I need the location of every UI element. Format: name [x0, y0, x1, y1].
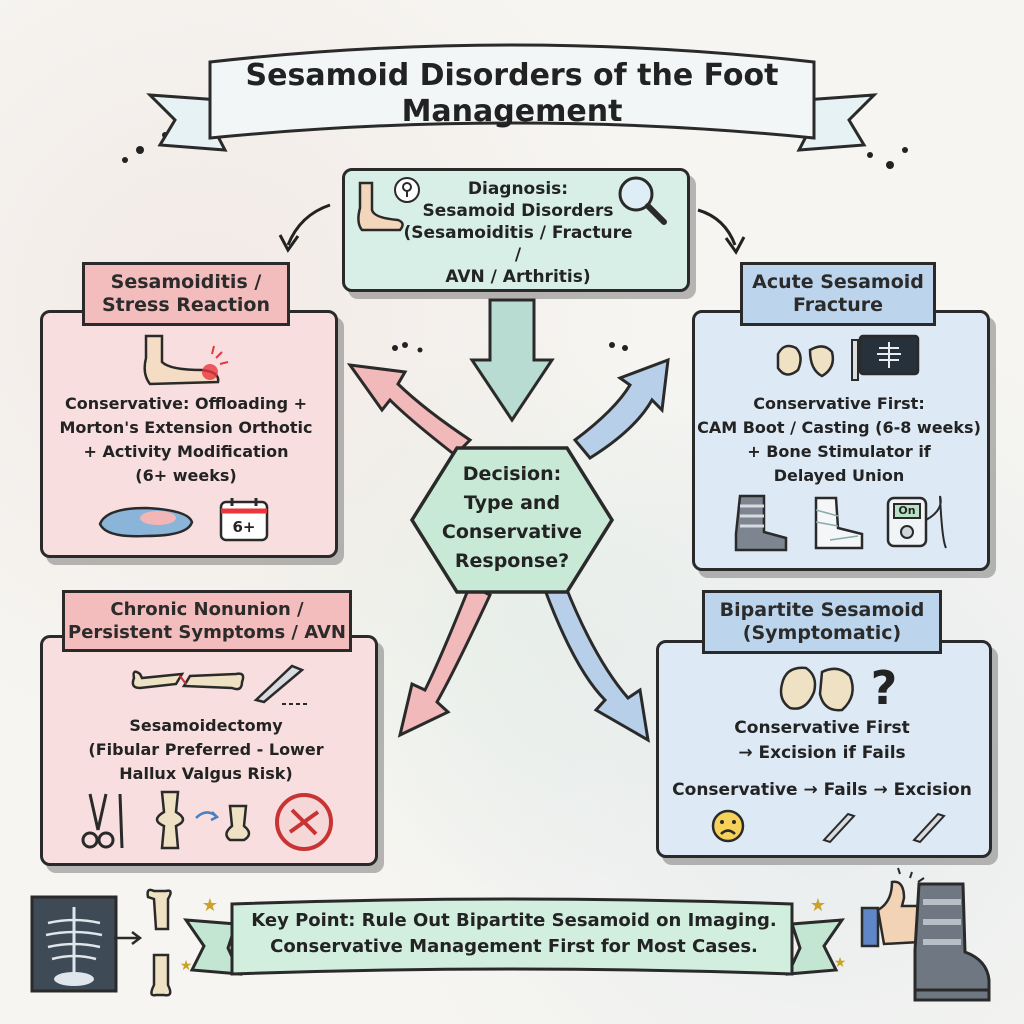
fracture-line4: Delayed Union — [773, 466, 905, 485]
sad-face-icon — [711, 809, 745, 843]
title-banner-shape — [146, 43, 878, 152]
scissors-icon — [81, 793, 124, 849]
decision-line4: Response? — [454, 550, 570, 572]
star-icon: ★ — [809, 895, 827, 916]
fracture-banner: Acute Sesamoid Fracture — [740, 262, 936, 326]
bone-stimulator-icon — [886, 495, 947, 549]
split-bone-icon — [146, 888, 172, 997]
calendar-icon — [219, 498, 269, 542]
xray-chest-icon — [30, 895, 118, 993]
fracture-line3: + Bone Stimulator if — [747, 442, 931, 461]
chronic-line2: (Fibular Preferred - Lower — [88, 740, 324, 759]
joint-icon — [155, 790, 251, 850]
sesamoiditis-line2: Morton's Extension Orthotic — [59, 418, 313, 437]
diagnosis-label: Diagnosis: — [467, 179, 569, 199]
star-icon: ★ — [201, 895, 219, 916]
keypoint-line2: Conservative Management First for Most C… — [270, 936, 758, 957]
arrow-to-bone-icon — [114, 931, 143, 945]
chronic-line1: Sesamoidectomy — [129, 716, 283, 735]
foot-icon — [357, 181, 404, 232]
diagnosis-line1: Sesamoid Disorders — [422, 201, 614, 221]
bipartite-line1: Conservative First — [734, 718, 910, 738]
bipartite-title2: (Symptomatic) — [742, 622, 902, 644]
keyhole-icon — [394, 177, 420, 203]
decision-line1: Decision: — [462, 463, 562, 485]
keypoint-text: Key Point: Rule Out Bipartite Sesamoid o… — [236, 908, 792, 960]
scalpel-icon — [253, 664, 308, 705]
diagnosis-line2: (Sesamoiditis / Fracture / — [403, 223, 633, 265]
decision-line2: Type and — [463, 492, 561, 514]
bipartite-bone-icon — [779, 666, 854, 712]
xray-monitor-icon — [851, 334, 920, 381]
diagnosis-text: Diagnosis: Sesamoid Disorders (Sesamoidi… — [398, 178, 638, 288]
fracture-title2: Fracture — [792, 294, 884, 316]
decision-line3: Conservative — [441, 521, 583, 543]
fracture-line2: CAM Boot / Casting (6-8 weeks) — [697, 418, 981, 437]
sesamoiditis-line1: Conservative: Offloading + — [64, 394, 307, 413]
keypoint-line1: Key Point: Rule Out Bipartite Sesamoid o… — [251, 910, 777, 931]
magnifier-icon — [618, 176, 667, 225]
stimulator-label: On — [898, 504, 916, 517]
chronic-title1: Chronic Nonunion / — [110, 599, 304, 620]
small-scalpel-icon — [822, 812, 856, 844]
sesamoiditis-text: Conservative: Offloading + Morton's Exte… — [48, 392, 324, 488]
bipartite-flow: Conservative → Fails → Excision — [672, 780, 972, 800]
star-icon: ★ — [833, 955, 847, 971]
cam-boot-icon — [734, 494, 788, 552]
walking-boot-icon — [913, 882, 991, 1002]
fracture-text: Conservative First: CAM Boot / Casting (… — [694, 392, 984, 488]
page-title-line1: Sesamoid Disorders of the Foot — [245, 58, 779, 93]
chronic-line3: Hallux Valgus Risk) — [119, 764, 293, 783]
question-mark: ? — [870, 661, 898, 715]
keypoint-banner-shape — [182, 897, 846, 976]
sesamoiditis-title2: Stress Reaction — [101, 294, 271, 316]
chronic-text: Sesamoidectomy (Fibular Preferred - Lowe… — [46, 714, 366, 786]
star-icon: ★ — [179, 958, 193, 974]
broken-bone-icon — [131, 670, 245, 691]
page-title: Sesamoid Disorders of the Foot Managemen… — [220, 58, 804, 130]
sesamoiditis-line4: (6+ weeks) — [135, 466, 237, 485]
thumbs-up-icon — [860, 867, 929, 948]
red-foot-icon — [143, 334, 229, 386]
sesamoiditis-banner: Sesamoiditis / Stress Reaction — [82, 262, 290, 326]
decision-text: Decision: Type and Conservative Response… — [430, 460, 594, 576]
bipartite-line2: → Excision if Fails — [738, 743, 906, 763]
bipartite-title1: Bipartite Sesamoid — [719, 599, 925, 621]
sesamoiditis-line3: + Activity Modification — [83, 442, 289, 461]
excision-scalpel-icon — [912, 812, 946, 844]
sesamoiditis-title1: Sesamoiditis / — [110, 271, 262, 293]
bipartite-banner: Bipartite Sesamoid (Symptomatic) — [702, 590, 942, 654]
page-title-line2: Management — [401, 94, 623, 129]
decision-hexagon — [409, 446, 615, 594]
diagnosis-line3: AVN / Arthritis) — [445, 267, 591, 287]
cast-icon — [814, 496, 864, 550]
no-bone-icon — [275, 793, 333, 851]
chronic-title2: Persistent Symptoms / AVN — [68, 622, 346, 643]
fracture-line1: Conservative First: — [753, 394, 925, 413]
orthotic-insole-icon — [98, 506, 194, 538]
fracture-title1: Acute Sesamoid — [752, 271, 924, 293]
bone-fragments-icon — [776, 344, 835, 378]
calendar-label: 6+ — [232, 518, 256, 536]
chronic-banner: Chronic Nonunion / Persistent Symptoms /… — [62, 590, 352, 652]
bipartite-text: Conservative First → Excision if Fails — [660, 716, 984, 766]
